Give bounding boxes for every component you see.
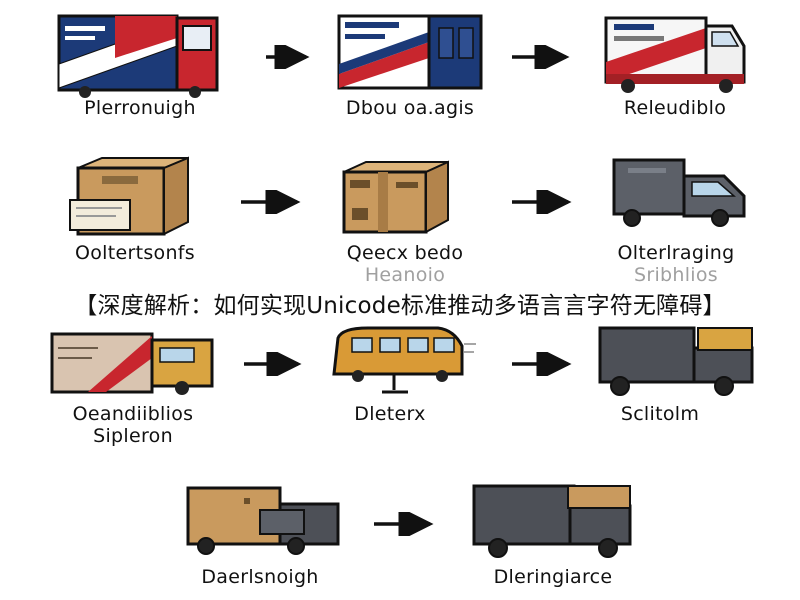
page-title: 【深度解析：如何实现Unicode标准推动多语言言字符无障碍】 <box>74 293 726 319</box>
right-arrow-icon <box>266 45 310 69</box>
shipping-box-icon <box>342 160 449 234</box>
right-arrow-icon <box>244 352 302 376</box>
step-label: Qeecx bedo Heanoio <box>346 242 464 286</box>
delivery-truck-icon <box>57 14 219 98</box>
step-label: Sclitolm <box>620 403 700 425</box>
step-label: Plerronuigh <box>84 97 196 119</box>
delivery-truck-icon <box>604 16 746 93</box>
step-label: Olterlraging Sribhlios <box>617 242 735 286</box>
step-label: Ooltertsonfs <box>74 242 195 264</box>
freight-truck-icon <box>50 332 214 395</box>
cargo-van-icon <box>332 326 476 394</box>
freight-truck-icon <box>472 484 632 558</box>
step-label: Dleterx <box>354 403 426 425</box>
step-label: Daerlsnoigh <box>201 566 319 588</box>
step-label: Oeandiiblios Sipleron <box>72 403 194 447</box>
right-arrow-icon <box>512 352 572 376</box>
shipping-box-icon <box>69 156 189 236</box>
right-arrow-icon <box>241 190 301 214</box>
cargo-van-icon <box>612 158 746 227</box>
right-arrow-icon <box>512 45 570 69</box>
freight-truck-icon <box>598 326 754 396</box>
step-label: Dleringiarce <box>493 566 613 588</box>
right-arrow-icon <box>512 190 572 214</box>
freight-truck-icon <box>186 486 340 555</box>
step-label: Dbou oa.agis <box>345 97 475 119</box>
delivery-truck-icon <box>337 14 483 90</box>
right-arrow-icon <box>374 512 434 536</box>
step-label: Releudiblo <box>623 97 727 119</box>
